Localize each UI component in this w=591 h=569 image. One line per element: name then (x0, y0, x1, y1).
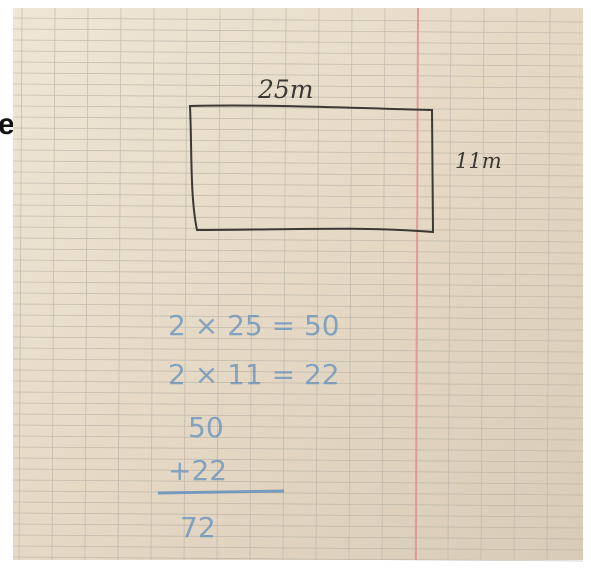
grid-horizontal-line (12, 138, 584, 144)
grid-horizontal-line (12, 402, 584, 408)
grid-horizontal-line (12, 72, 584, 78)
grid-horizontal-line (12, 193, 584, 199)
grid-horizontal-line (12, 105, 584, 111)
grid-horizontal-line (12, 171, 584, 177)
grid-vertical-line (84, 7, 89, 561)
grid-horizontal-line (12, 259, 584, 265)
grid-vertical-line (216, 7, 221, 561)
grid-vertical-line (18, 7, 23, 561)
grid-horizontal-line (12, 325, 584, 331)
grid-horizontal-line (12, 270, 584, 276)
grid-horizontal-line (12, 446, 584, 452)
grid-horizontal-line (12, 556, 584, 562)
top-dimension-label: 25m (257, 75, 314, 104)
grid-vertical-line (480, 7, 485, 561)
grid-horizontal-line (12, 424, 584, 430)
grid-horizontal-line (12, 314, 584, 320)
equation-1: 2 × 25 = 50 (168, 309, 340, 342)
grid-horizontal-line (12, 490, 584, 496)
grid-horizontal-line (12, 369, 584, 375)
grid-horizontal-line (12, 413, 584, 419)
edge-letter: e (0, 108, 15, 141)
grid-horizontal-line (12, 512, 584, 518)
grid-horizontal-line (12, 468, 584, 474)
grid-horizontal-line (12, 237, 584, 243)
addition-result: 72 (180, 511, 216, 544)
grid-horizontal-line (12, 83, 584, 89)
grid-horizontal-line (12, 435, 584, 441)
grid-horizontal-line (12, 336, 584, 342)
addition-row-2: +22 (168, 454, 227, 487)
grid-vertical-line (513, 7, 518, 561)
grid-horizontal-line (12, 501, 584, 507)
equation-2: 2 × 11 = 22 (168, 358, 340, 391)
grid-horizontal-line (12, 479, 584, 485)
grid-horizontal-line (12, 204, 584, 210)
grid-vertical-line (546, 7, 551, 561)
addition-bar (157, 489, 285, 495)
grid-horizontal-line (12, 50, 584, 56)
grid-horizontal-line (12, 28, 584, 34)
graph-grid (12, 7, 584, 562)
grid-vertical-line (381, 7, 386, 561)
grid-vertical-line (150, 7, 155, 561)
grid-vertical-line (447, 7, 452, 561)
grid-horizontal-line (12, 358, 584, 364)
grid-horizontal-line (12, 281, 584, 287)
drawn-rectangle (188, 104, 435, 234)
grid-horizontal-line (12, 248, 584, 254)
grid-vertical-line (183, 7, 188, 561)
side-dimension-label: 11m (455, 149, 502, 173)
grid-vertical-line (51, 7, 56, 561)
grid-horizontal-line (12, 457, 584, 463)
grid-horizontal-line (12, 61, 584, 67)
grid-horizontal-line (12, 347, 584, 353)
grid-horizontal-line (12, 127, 584, 133)
grid-horizontal-line (12, 534, 584, 540)
grid-horizontal-line (12, 215, 584, 221)
grid-horizontal-line (12, 149, 584, 155)
addition-row-1: 50 (188, 411, 224, 444)
grid-horizontal-line (12, 523, 584, 529)
grid-horizontal-line (12, 39, 584, 45)
margin-line (415, 7, 419, 561)
grid-horizontal-line (12, 391, 584, 397)
grid-horizontal-line (12, 17, 584, 23)
grid-horizontal-line (12, 303, 584, 309)
grid-horizontal-line (12, 292, 584, 298)
grid-horizontal-line (12, 160, 584, 166)
grid-horizontal-line (12, 545, 584, 551)
grid-horizontal-line (12, 116, 584, 122)
grid-horizontal-line (12, 182, 584, 188)
grid-horizontal-line (12, 380, 584, 386)
grid-vertical-line (117, 7, 122, 561)
grid-horizontal-line (12, 94, 584, 100)
